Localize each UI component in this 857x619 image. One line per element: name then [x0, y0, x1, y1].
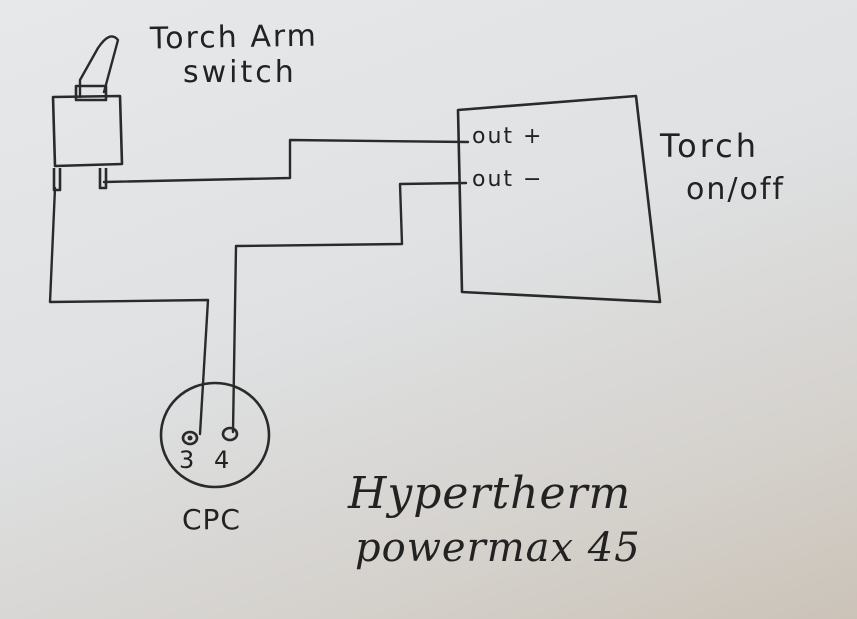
switch-body	[51, 94, 124, 168]
cpc-connector	[159, 381, 271, 489]
module-title-line2: on/off	[686, 172, 785, 207]
cpc-pin-3-hole	[181, 430, 199, 446]
caption-brand: Hypertherm	[348, 468, 632, 519]
cpc-circle	[159, 381, 271, 489]
switch-lever	[78, 35, 120, 99]
cpc-pin-3-dot	[187, 435, 193, 441]
switch-terminal-right	[98, 168, 108, 190]
switch-bushing	[74, 84, 108, 102]
cpc-pin-4-label: 4	[214, 446, 230, 474]
switch-title-line1: Torch Arm	[149, 18, 319, 57]
torch-onoff-module	[456, 94, 662, 304]
terminal-out-plus-label: out +	[472, 124, 544, 149]
cpc-pin-3-label: 3	[179, 446, 195, 474]
toggle-switch	[51, 35, 124, 192]
wire-switch-to-out-plus	[102, 138, 470, 184]
switch-title-line2: switch	[183, 55, 297, 90]
module-title-line1: Torch	[660, 127, 760, 165]
caption-model: powermax 45	[355, 525, 641, 571]
cpc-connector-label: CPC	[182, 503, 241, 536]
switch-terminal-left	[52, 168, 62, 192]
wire-switch-to-pin3	[48, 186, 210, 436]
cpc-pin-4-hole	[221, 426, 239, 442]
terminal-out-minus-label: out −	[472, 167, 544, 192]
wire-out-minus-to-pin4	[231, 181, 468, 434]
